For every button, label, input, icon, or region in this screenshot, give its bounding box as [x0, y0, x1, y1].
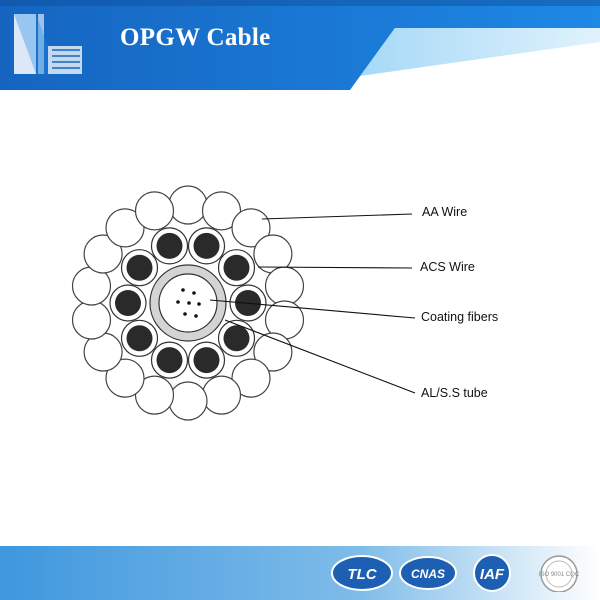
- aa-wire: [231, 208, 271, 248]
- label-coating-fibers: Coating fibers: [421, 310, 499, 324]
- badge-text-iso: ISO 9001 CQC: [539, 572, 580, 578]
- acs-wire-core: [223, 325, 250, 352]
- acs-wire-core: [193, 232, 220, 259]
- aa-wire: [168, 185, 208, 225]
- label-acs-wire: ACS Wire: [420, 260, 475, 274]
- acs-wire-ring: [109, 227, 267, 379]
- acs-wire-core: [223, 254, 250, 281]
- acs-wire-core: [115, 290, 141, 316]
- acs-wire-core: [126, 325, 153, 352]
- company-logo-icon: [14, 14, 82, 74]
- badge-text-cnas: CNAS: [411, 567, 445, 581]
- header-banner: OPGW Cable: [0, 0, 600, 90]
- aa-wire: [105, 208, 145, 248]
- acs-wire-core: [126, 254, 153, 281]
- aa-wire: [201, 191, 242, 231]
- aa-wire: [201, 375, 242, 415]
- label-aa-wire: AA Wire: [422, 205, 468, 219]
- aa-wire: [134, 375, 175, 415]
- aa-wire: [83, 234, 123, 274]
- aa-wire: [231, 358, 271, 398]
- badge-text-tlc: TLC: [347, 566, 377, 583]
- acs-wire-core: [156, 347, 183, 374]
- aa-wire: [264, 266, 305, 306]
- coating-fiber-dots: [176, 288, 201, 318]
- acs-wire-core: [156, 232, 183, 259]
- badge-text-iaf: IAF: [480, 566, 505, 583]
- cnas-logo-icon: CNAS: [399, 556, 457, 590]
- iso-certification-icon: ISO 9001 CQC: [539, 555, 580, 592]
- aa-wire: [168, 381, 208, 421]
- tlc-logo-icon: TLC: [331, 555, 393, 591]
- label-al-ss-tube: AL/S.S tube: [421, 386, 488, 400]
- acs-wire-core: [193, 347, 220, 374]
- page-title: OPGW Cable: [120, 24, 271, 51]
- aa-wire-ring: [71, 185, 305, 421]
- iaf-logo-icon: IAF: [473, 554, 511, 592]
- aa-wire: [134, 191, 175, 231]
- aa-wire: [71, 300, 112, 340]
- leader-lines: [209, 213, 416, 394]
- aa-wire: [105, 358, 145, 398]
- banner-graphic: [0, 0, 600, 90]
